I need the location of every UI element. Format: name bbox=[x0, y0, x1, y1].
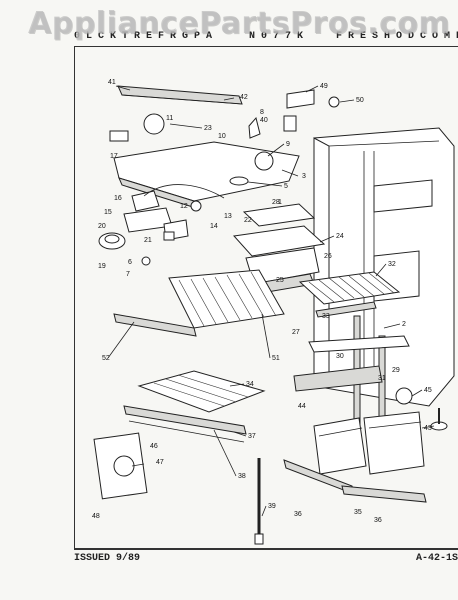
callout-37: 37 bbox=[248, 433, 256, 440]
part-leveling-leg bbox=[254, 458, 264, 545]
callout-26: 26 bbox=[324, 253, 332, 260]
callout-32: 32 bbox=[388, 261, 396, 268]
callout-15: 15 bbox=[104, 209, 112, 216]
part-sensor bbox=[248, 115, 297, 139]
callout-6: 6 bbox=[128, 259, 132, 266]
callout-24: 24 bbox=[336, 233, 344, 240]
part-defrost-timer bbox=[98, 231, 175, 266]
callout-40: 40 bbox=[260, 117, 268, 124]
callout-33: 33 bbox=[322, 313, 330, 320]
callout-46: 46 bbox=[150, 443, 158, 450]
diagram-frame bbox=[74, 46, 458, 549]
callout-35: 35 bbox=[354, 509, 362, 516]
callout-34: 34 bbox=[246, 381, 254, 388]
part-control-housing bbox=[113, 141, 300, 209]
part-hinge bbox=[395, 387, 448, 431]
callout-51: 51 bbox=[272, 355, 280, 362]
callout-31: 31 bbox=[378, 375, 386, 382]
callout-22: 22 bbox=[244, 217, 252, 224]
watermark: AppliancePartsPros.com bbox=[28, 6, 451, 41]
callout-8: 8 bbox=[260, 109, 264, 116]
callout-50: 50 bbox=[356, 97, 364, 104]
callout-9: 9 bbox=[286, 141, 290, 148]
page-header: 0 L C K T R E F R G P A N 0 7 7 K F R E … bbox=[74, 28, 458, 44]
callout-48: 48 bbox=[92, 513, 100, 520]
callout-36: 36 bbox=[294, 511, 302, 518]
part-thermostat bbox=[109, 113, 165, 142]
callout-45: 45 bbox=[424, 387, 432, 394]
part-light-shield bbox=[117, 85, 243, 105]
callout-21: 21 bbox=[144, 237, 152, 244]
callout-43: 43 bbox=[424, 425, 432, 432]
callout-42: 42 bbox=[240, 94, 248, 101]
callout-14: 14 bbox=[210, 223, 218, 230]
exploded-parts-diagram: 41 42 49 50 8 40 11 23 10 17 9 3 5 1 16 … bbox=[92, 79, 455, 545]
leader-lines bbox=[107, 85, 435, 517]
callout-10: 10 bbox=[218, 133, 226, 140]
callout-38: 38 bbox=[238, 473, 246, 480]
callout-3: 3 bbox=[302, 173, 306, 180]
part-roller-assembly bbox=[93, 432, 148, 500]
part-wire-shelf-main bbox=[113, 269, 285, 337]
callout-19: 19 bbox=[98, 263, 106, 270]
diagram-code: A-42-1S bbox=[415, 553, 458, 564]
callout-23: 23 bbox=[204, 125, 212, 132]
callout-30: 30 bbox=[336, 353, 344, 360]
part-wire-shelf-upper bbox=[298, 271, 401, 318]
header-section-title: F R E S H O D C O M P A R T M E N bbox=[336, 31, 458, 42]
callout-41: 41 bbox=[108, 79, 116, 86]
part-bracket bbox=[286, 89, 340, 109]
header-model-text: 0 L C K T R E F R G P A bbox=[74, 31, 213, 42]
callout-27: 27 bbox=[292, 329, 300, 336]
callout-36b: 36 bbox=[374, 517, 382, 524]
part-glass-shelf bbox=[123, 370, 266, 443]
issued-date: ISSUED 9/89 bbox=[74, 553, 141, 564]
header-model-number: N 0 7 7 K bbox=[249, 31, 304, 42]
callout-17: 17 bbox=[110, 153, 118, 160]
callout-13: 13 bbox=[224, 213, 232, 220]
callout-47: 47 bbox=[156, 459, 164, 466]
callout-11: 11 bbox=[166, 115, 173, 122]
callout-44: 44 bbox=[298, 403, 306, 410]
part-crisper-drawer bbox=[283, 411, 427, 503]
callout-25: 25 bbox=[276, 277, 284, 284]
callout-16: 16 bbox=[114, 195, 122, 202]
callout-29: 29 bbox=[392, 367, 400, 374]
callout-49: 49 bbox=[320, 83, 328, 90]
callout-39: 39 bbox=[268, 503, 276, 510]
callout-12: 12 bbox=[180, 203, 188, 210]
callout-1: 1 bbox=[278, 199, 282, 206]
callout-5: 5 bbox=[284, 183, 288, 190]
callout-7: 7 bbox=[126, 271, 130, 278]
callout-28: 28 bbox=[272, 199, 280, 206]
callout-52: 52 bbox=[102, 355, 110, 362]
callout-2: 2 bbox=[402, 321, 406, 328]
footer-rule bbox=[74, 548, 458, 550]
callout-20: 20 bbox=[98, 223, 106, 230]
